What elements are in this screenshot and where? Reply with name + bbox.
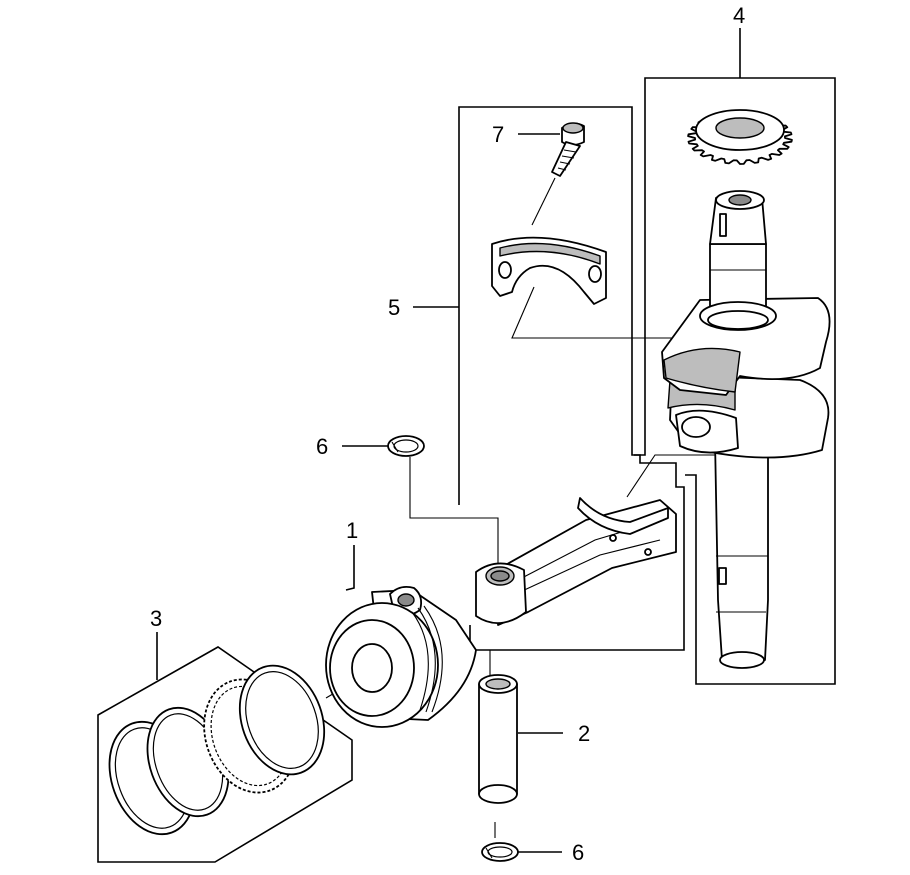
circlip-upper — [387, 435, 425, 457]
ring-set-group-frame — [97, 646, 353, 863]
crankshaft — [661, 190, 831, 669]
cap-guide-line — [511, 286, 735, 339]
callout-4: 4 — [733, 3, 745, 28]
rod-guide-line — [626, 454, 718, 498]
connecting-rod — [475, 497, 677, 626]
callout-1: 1 — [346, 518, 358, 543]
rod-bolt — [551, 122, 585, 177]
callout-6-upper: 6 — [316, 434, 328, 459]
callout-5: 5 — [388, 295, 400, 320]
callout-3: 3 — [150, 606, 162, 631]
piston-pin — [478, 674, 518, 804]
callout-2: 2 — [578, 721, 590, 746]
piston — [325, 585, 477, 728]
clip-guide-line — [409, 457, 499, 565]
keyway-slot — [718, 567, 727, 585]
leader-1 — [345, 545, 355, 591]
callout-6-lower: 6 — [572, 840, 584, 865]
bolt-guide-line — [531, 177, 556, 226]
circlip-lower — [481, 842, 519, 862]
crankshaft-group-frame — [634, 77, 836, 685]
callout-7: 7 — [492, 122, 504, 147]
connecting-rod-group-frame — [458, 106, 685, 651]
upper-keyway-slot — [719, 213, 727, 237]
timing-gear — [687, 109, 793, 165]
piston-rings — [108, 664, 326, 836]
rod-cap — [491, 236, 607, 305]
